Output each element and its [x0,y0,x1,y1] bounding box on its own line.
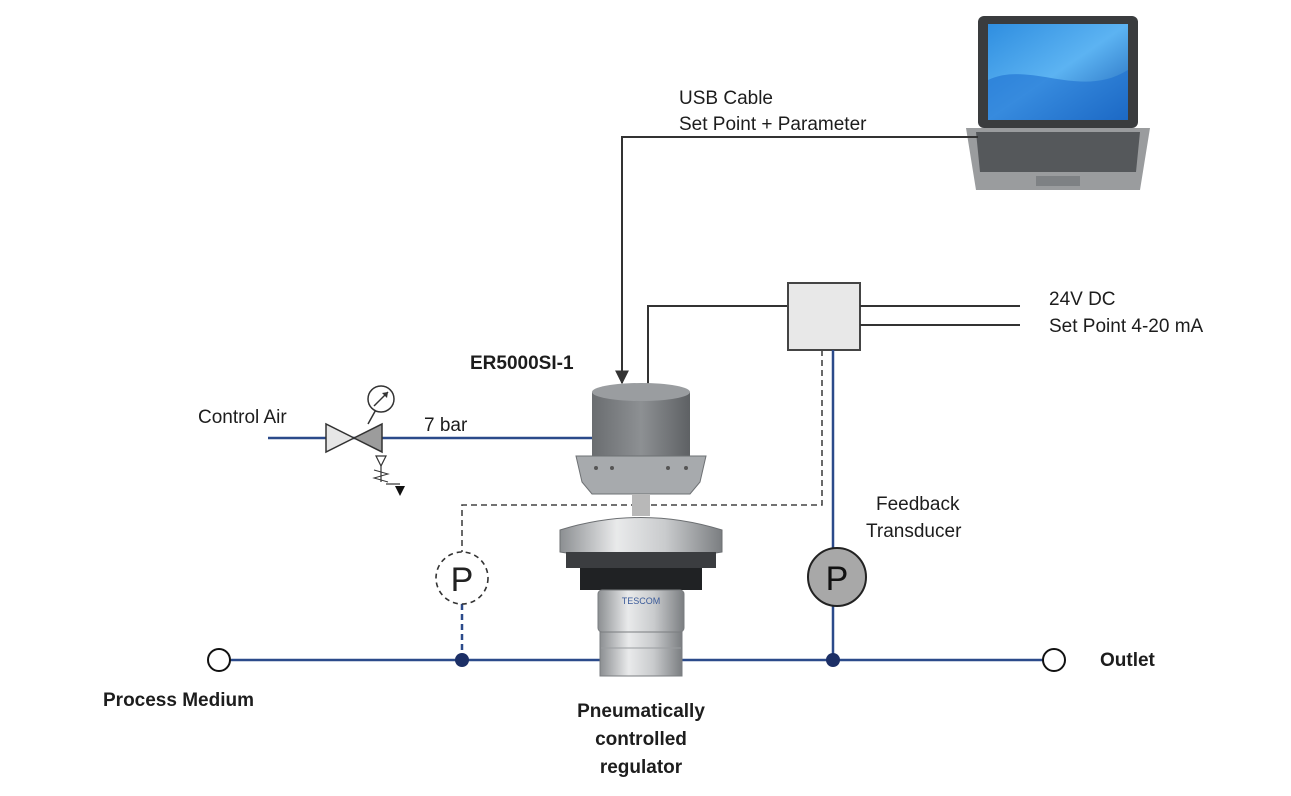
regulator-label-line1: Pneumatically [577,701,705,722]
feedback-transducer-icon [807,547,867,607]
power-supply-label: 24V DC [1049,289,1116,310]
control-air-label: Control Air [198,407,287,428]
gauge-symbol: P [451,561,474,599]
usb-cable-line [615,136,978,385]
pressure-label: 7 bar [424,415,468,436]
junction-box [787,282,861,351]
regulator-label-line2: controlled [595,729,687,750]
process-medium-label: Process Medium [103,690,254,711]
pressure-gauge-icon [435,551,489,605]
controller-model-label: ER5000SI-1 [470,353,574,374]
regulator-label-line3: regulator [599,757,683,778]
laptop-icon [966,16,1150,190]
pressure-reducing-valve-icon [325,385,405,496]
outlet-label: Outlet [1100,650,1155,671]
regulator-brand: TESCOM [622,596,661,606]
usb-cable-label: USB Cable [679,88,773,109]
pneumatic-regulator-icon: TESCOM [559,517,723,677]
setpoint-current-label: Set Point 4-20 mA [1049,316,1204,337]
transducer-tap-node [826,653,840,667]
feedback-label: Feedback [876,494,960,515]
transducer-symbol: P [826,560,849,598]
controller-power-line [647,305,788,386]
usb-parameter-label: Set Point + Parameter [679,114,867,135]
inlet-port [207,648,231,672]
er5000-controller-icon [575,383,707,516]
gauge-tap-node [455,653,469,667]
transducer-label: Transducer [866,521,962,542]
outlet-port [1042,648,1066,672]
